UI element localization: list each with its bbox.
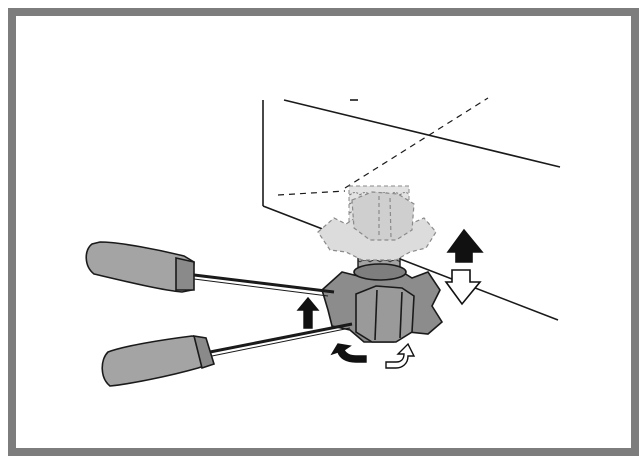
arrow-raise-icon (446, 228, 484, 263)
arrow-tighten-up-icon (296, 296, 320, 329)
screwdriver-upper-shaft-edge (193, 278, 329, 297)
hidden-line-bottom (277, 190, 346, 196)
hex-foot-body (355, 285, 415, 343)
height-arrows (444, 228, 484, 306)
arrow-lower-icon (444, 269, 482, 306)
screwdriver-lower-shaft (209, 322, 353, 354)
hex-foot-edge-2 (399, 291, 403, 339)
arrow-rotate-left-icon (330, 343, 367, 363)
lock-nut-collar (353, 263, 407, 281)
hidden-line-diagonal (344, 97, 489, 189)
appliance-housing (262, 99, 561, 321)
screwdriver-lower (101, 322, 353, 387)
housing-hidden-lines (277, 97, 489, 196)
screwdriver-upper-handle (85, 241, 195, 293)
screwdriver-upper-shaft (193, 273, 335, 294)
screwdriver-lower-handle (101, 335, 211, 387)
hex-foot (355, 285, 415, 343)
screwdriver-upper-ferrule (175, 257, 195, 291)
arrow-rotate-right-icon (385, 342, 416, 369)
rotation-arrows (296, 296, 416, 369)
screwdriver-lower-shaft-edge (211, 327, 351, 357)
screwdriver-lower-ferrule (192, 335, 215, 370)
screwdriver-upper (85, 241, 335, 297)
housing-top-edge (283, 99, 561, 168)
housing-bottom-edge (262, 205, 559, 321)
foot-ghost-position (317, 191, 437, 261)
hex-foot-edge (374, 289, 378, 341)
ghost-hex-nut (351, 191, 415, 241)
